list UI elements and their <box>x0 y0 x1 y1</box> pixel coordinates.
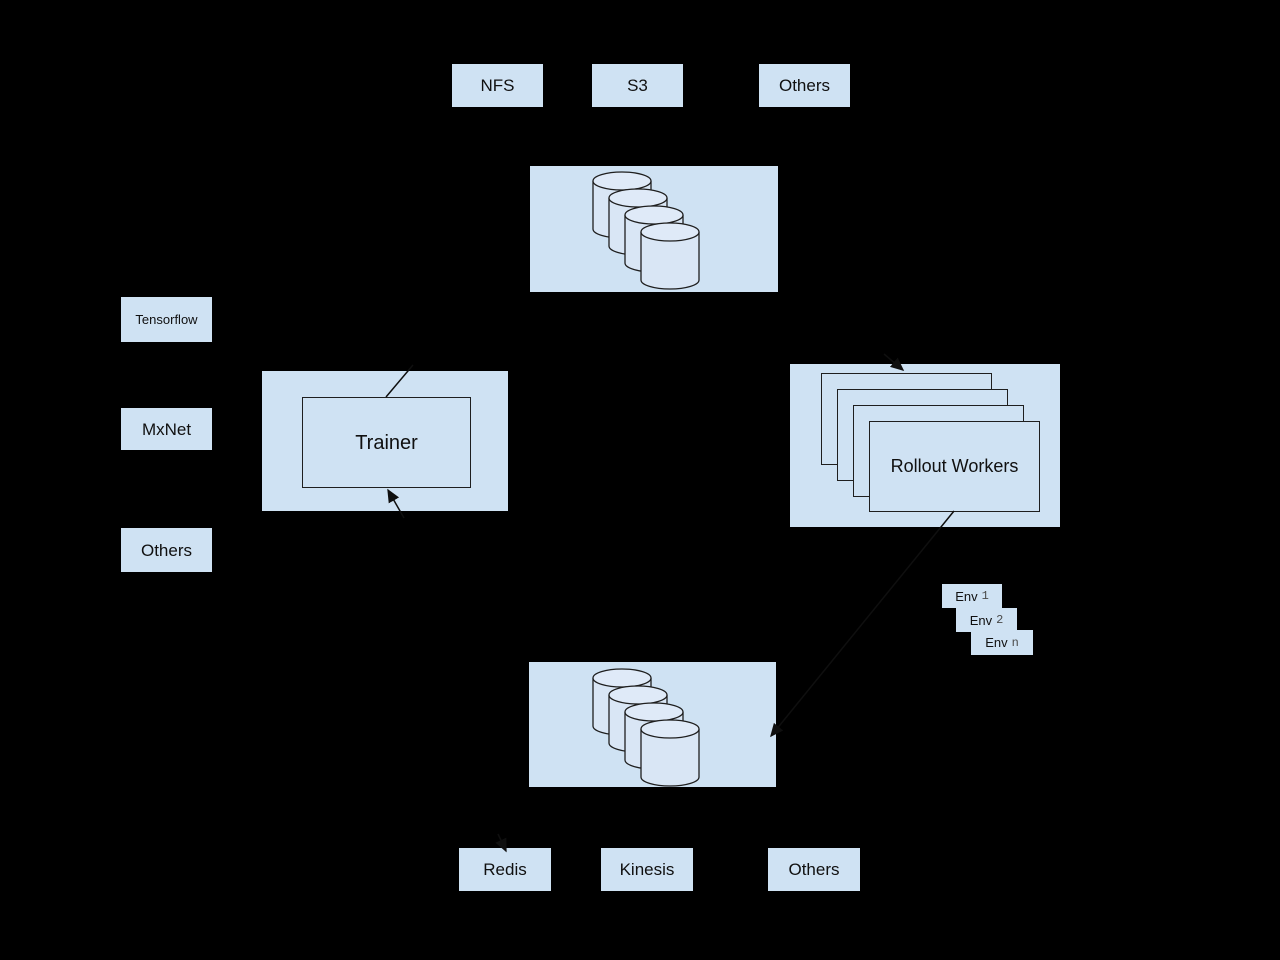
arrow-rollout-to-memory-storage <box>770 510 955 738</box>
env-label: Env <box>955 588 978 604</box>
env-id: 2 <box>996 613 1004 627</box>
others-left-box: Others <box>121 528 212 572</box>
env-label: Env <box>985 635 1008 650</box>
env-2-box: Env 2 <box>956 608 1017 632</box>
model-storage-box <box>530 166 778 292</box>
nfs-box: NFS <box>452 64 543 107</box>
mxnet-box: MxNet <box>121 408 212 450</box>
others-top-box: Others <box>759 64 850 107</box>
trainer-box: Trainer <box>302 397 471 488</box>
env-id: 1 <box>981 589 989 603</box>
env-n-box: Env n <box>971 630 1033 655</box>
rollout-workers-box: Rollout Workers <box>869 421 1040 512</box>
env-label: Env <box>969 612 993 628</box>
kinesis-box: Kinesis <box>601 848 693 891</box>
redis-box: Redis <box>459 848 551 891</box>
memory-storage-box <box>529 662 776 787</box>
env-1-box: Env 1 <box>942 584 1002 608</box>
s3-box: S3 <box>592 64 683 107</box>
env-id: n <box>1011 635 1019 650</box>
others-bottom-box: Others <box>768 848 860 891</box>
tensorflow-box: Tensorflow <box>121 297 212 342</box>
